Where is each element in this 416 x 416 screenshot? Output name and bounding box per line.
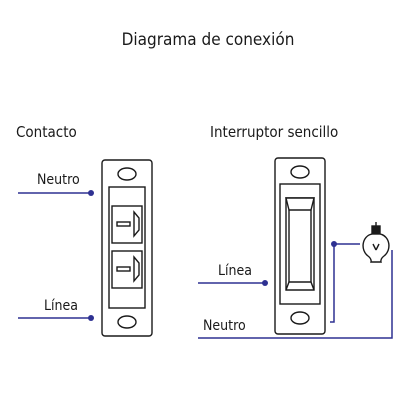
switch-device <box>274 157 326 335</box>
switch-to-lamp-wire <box>330 244 335 323</box>
switch-neutral-wire <box>198 250 393 339</box>
outlet-top-screw <box>117 167 137 181</box>
outlet-body <box>108 186 146 309</box>
switch-top-screw <box>290 165 310 179</box>
outlet-bottom-screw <box>117 315 137 329</box>
outlet-line-label: Línea <box>44 298 78 314</box>
switch-rocker-top <box>285 197 315 211</box>
outlet-upper-slot-left <box>116 221 131 227</box>
switch-neutral-label: Neutro <box>203 318 246 334</box>
outlet-lower-slot-left <box>116 266 131 272</box>
switch-rocker <box>285 197 315 291</box>
outlet-upper-slot-right <box>133 210 140 238</box>
switch-line-label: Línea <box>218 263 252 279</box>
switch-rocker-bottom <box>285 281 315 291</box>
outlet-line-terminal <box>88 315 94 321</box>
switch-label: Interruptor sencillo <box>210 123 339 141</box>
switch-bottom-screw <box>290 311 310 325</box>
light-bulb-icon <box>362 222 390 263</box>
outlet-label: Contacto <box>16 123 77 141</box>
switch-line-terminal <box>262 280 268 286</box>
switch-wires <box>198 241 393 339</box>
outlet-device <box>101 159 153 337</box>
diagram-title: Diagrama de conexión <box>121 30 295 50</box>
outlet-lower-slot-right <box>133 255 140 283</box>
outlet-neutral-label: Neutro <box>37 172 80 188</box>
outlet-wires <box>18 190 94 321</box>
outlet-neutral-terminal <box>88 190 94 196</box>
